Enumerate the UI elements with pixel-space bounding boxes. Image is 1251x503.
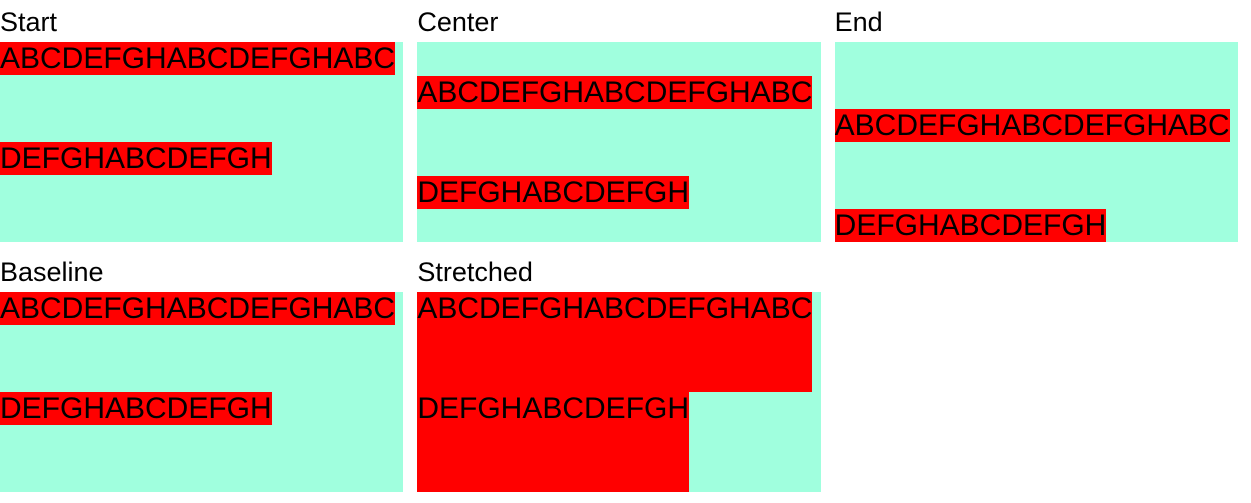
- alignment-item: DEFGHABCDEFGH: [417, 392, 690, 492]
- alignment-item: ABCDEFGHABCDEFGHABC: [0, 292, 396, 325]
- panel-stretched: Stretched ABCDEFGHABCDEFGHABC DEFGHABCDE…: [417, 250, 821, 492]
- panel-title-stretched: Stretched: [417, 257, 533, 287]
- alignment-item: ABCDEFGHABCDEFGHABC: [834, 109, 1230, 142]
- alignment-container-start: ABCDEFGHABCDEFGHABC DEFGHABCDEFGH: [0, 42, 404, 242]
- panel-end: End ABCDEFGHABCDEFGHABC DEFGHABCDEFGH: [834, 0, 1238, 242]
- alignment-item: DEFGHABCDEFGH: [0, 392, 272, 425]
- panel-baseline: Baseline ABCDEFGHABCDEFGHABC DEFGHABCDEF…: [0, 250, 404, 492]
- alignment-item: DEFGHABCDEFGH: [0, 142, 272, 175]
- panel-title-end: End: [834, 7, 883, 37]
- alignment-container-end: ABCDEFGHABCDEFGHABC DEFGHABCDEFGH: [834, 42, 1238, 242]
- alignment-container-baseline: ABCDEFGHABCDEFGHABC DEFGHABCDEFGH: [0, 292, 404, 492]
- alignment-item: ABCDEFGHABCDEFGHABC: [417, 75, 813, 109]
- panel-center: Center ABCDEFGHABCDEFGHABC DEFGHABCDEFGH: [417, 0, 821, 242]
- panel-start: Start ABCDEFGHABCDEFGHABC DEFGHABCDEFGH: [0, 0, 404, 242]
- alignment-item: DEFGHABCDEFGH: [834, 209, 1107, 242]
- panel-title-center: Center: [417, 7, 499, 37]
- alignment-item: ABCDEFGHABCDEFGHABC: [417, 292, 813, 392]
- alignment-container-center: ABCDEFGHABCDEFGHABC DEFGHABCDEFGH: [417, 42, 821, 242]
- panel-title-baseline: Baseline: [0, 257, 104, 287]
- alignment-container-stretched: ABCDEFGHABCDEFGHABC DEFGHABCDEFGH: [417, 292, 821, 492]
- panel-grid: Start ABCDEFGHABCDEFGHABC DEFGHABCDEFGH …: [0, 0, 1238, 492]
- panel-title-start: Start: [0, 7, 58, 37]
- alignment-item: ABCDEFGHABCDEFGHABC: [0, 42, 396, 75]
- alignment-item: DEFGHABCDEFGH: [417, 175, 690, 209]
